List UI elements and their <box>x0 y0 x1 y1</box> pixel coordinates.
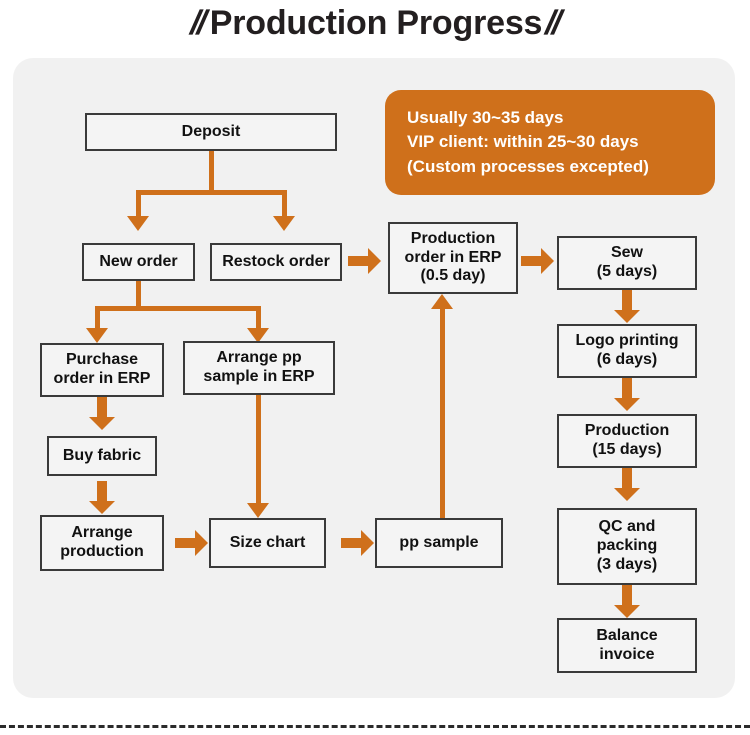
connector-arrange-pp-to-size-chart <box>256 395 261 507</box>
arrow-arrange-production-to-size-chart <box>175 530 208 556</box>
connector-deposit-to-restock-order <box>282 190 287 218</box>
page-title: //Production Progress// <box>0 4 750 43</box>
arrowhead-new-order-to-arrange-pp-icon <box>247 328 269 343</box>
lead-time-callout: Usually 30~35 days VIP client: within 25… <box>385 90 715 195</box>
arrowhead-new-order-to-purchase-icon <box>86 328 108 343</box>
arrowhead-deposit-to-restock-order-icon <box>273 216 295 231</box>
node-restock-order[interactable]: Restock order <box>210 243 342 281</box>
node-qc-packing[interactable]: QC and packing (3 days) <box>557 508 697 585</box>
quote-mark-right-icon: // <box>541 4 565 42</box>
arrow-restock-to-production-order <box>348 248 381 274</box>
callout-line-3: (Custom processes excepted) <box>407 156 649 176</box>
connector-new-order-to-purchase <box>95 306 100 330</box>
node-arrange-production[interactable]: Arrange production <box>40 515 164 571</box>
arrow-size-chart-to-pp-sample <box>341 530 374 556</box>
arrow-production-order-to-sew <box>521 248 554 274</box>
arrow-qc-packing-to-balance-invoice <box>614 585 640 618</box>
connector-new-order-bus <box>95 306 261 311</box>
arrow-sew-to-logo-printing <box>614 290 640 323</box>
connector-deposit-bus <box>136 190 287 195</box>
node-pp-sample[interactable]: pp sample <box>375 518 503 568</box>
node-logo-printing[interactable]: Logo printing (6 days) <box>557 324 697 378</box>
node-size-chart[interactable]: Size chart <box>209 518 326 568</box>
node-buy-fabric[interactable]: Buy fabric <box>47 436 157 476</box>
page-title-text: Production Progress <box>209 4 543 42</box>
connector-deposit-stem <box>209 151 214 190</box>
arrow-logo-printing-to-production <box>614 378 640 411</box>
node-purchase-order-erp[interactable]: Purchase order in ERP <box>40 343 164 397</box>
arrowhead-deposit-to-new-order-icon <box>127 216 149 231</box>
node-new-order[interactable]: New order <box>82 243 195 281</box>
node-arrange-pp-sample-erp[interactable]: Arrange pp sample in ERP <box>183 341 335 395</box>
arrowhead-arrange-pp-to-size-chart-icon <box>247 503 269 518</box>
node-production[interactable]: Production (15 days) <box>557 414 697 468</box>
callout-line-1: Usually 30~35 days <box>407 107 564 127</box>
callout-line-2: VIP client: within 25~30 days <box>407 132 639 152</box>
quote-mark-left-icon: // <box>186 4 209 42</box>
arrow-production-to-qc-packing <box>614 468 640 501</box>
arrow-purchase-to-buy-fabric <box>89 397 115 430</box>
bottom-divider <box>0 725 750 728</box>
node-deposit[interactable]: Deposit <box>85 113 337 151</box>
connector-new-order-stem <box>136 281 141 309</box>
arrowhead-pp-sample-to-production-order-icon <box>431 294 453 309</box>
connector-new-order-to-arrange-pp <box>256 306 261 330</box>
node-production-order-erp[interactable]: Production order in ERP (0.5 day) <box>388 222 518 294</box>
arrow-buy-fabric-to-arrange-production <box>89 481 115 514</box>
connector-deposit-to-new-order <box>136 190 141 218</box>
node-balance-invoice[interactable]: Balance invoice <box>557 618 697 673</box>
connector-pp-sample-to-production-order <box>440 306 445 518</box>
node-sew[interactable]: Sew (5 days) <box>557 236 697 290</box>
